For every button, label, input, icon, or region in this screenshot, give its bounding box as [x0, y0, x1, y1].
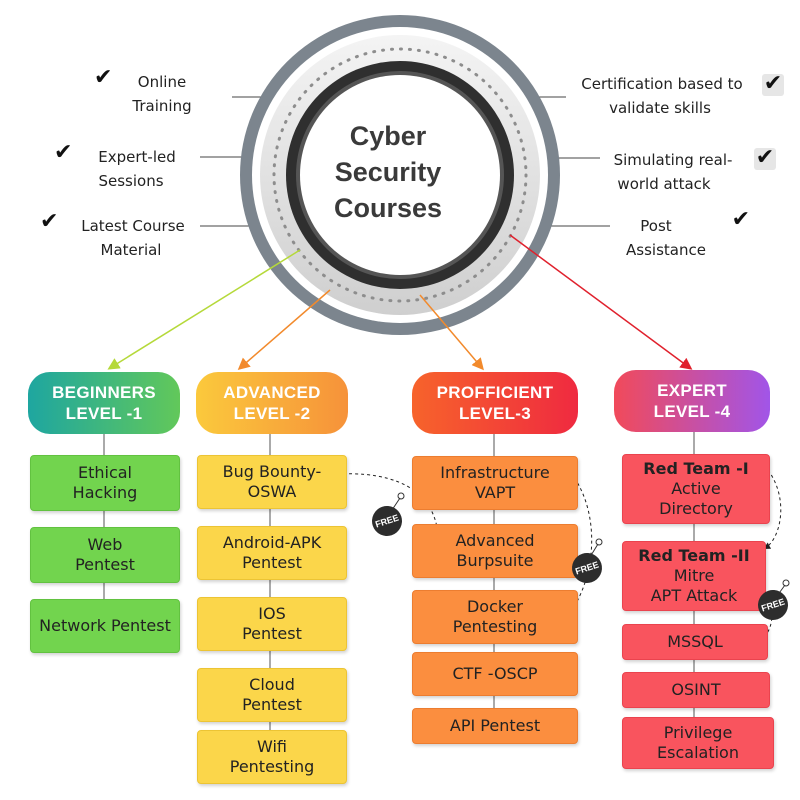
course-label: Bug Bounty- — [222, 462, 322, 481]
course-cloud-pentest: Cloud Pentest — [197, 668, 347, 722]
course-network-pentest: Network Pentest — [30, 599, 180, 653]
course-label: APT Attack — [650, 586, 738, 605]
course-red-team-2: Red Team -II Mitre APT Attack — [622, 541, 766, 611]
course-label: Pentest — [242, 553, 302, 572]
course-label: Mitre — [673, 566, 715, 585]
level-title-line: ADVANCED — [223, 383, 321, 402]
feature-label: Material — [100, 241, 162, 259]
course-label: Active — [671, 479, 721, 498]
course-label: Cloud — [249, 675, 295, 694]
course-label: Pentesting — [229, 757, 315, 776]
feature-label: validate skills — [609, 99, 711, 117]
feature-label: Online — [137, 73, 187, 91]
course-label: VAPT — [474, 483, 516, 502]
course-mssql: MSSQL — [622, 624, 768, 660]
feature-label: Latest Course — [81, 217, 185, 235]
check-glyph: ✔ — [763, 71, 783, 96]
course-label-bold: Red Team -II — [638, 546, 750, 565]
feature-label: Certification based to — [581, 75, 743, 93]
level-title-line: LEVEL -1 — [65, 404, 143, 423]
course-label-bold: Red Team -I — [643, 459, 749, 478]
course-label: Hacking — [72, 483, 138, 502]
level-title-line: EXPERT — [657, 381, 727, 400]
course-label: Infrastructure — [440, 463, 550, 482]
course-label: Ethical — [77, 463, 132, 482]
feature-online-training: ✔ Online Training — [94, 66, 204, 118]
feature-label: Expert-led — [98, 148, 176, 166]
course-label: Pentest — [75, 555, 135, 574]
check-icon: ✔ — [762, 71, 784, 96]
course-label: Privilege — [663, 723, 733, 742]
course-docker-pentesting: Docker Pentesting — [412, 590, 578, 644]
level-expert-header: EXPERT LEVEL -4 — [614, 370, 770, 432]
course-label: Red Team -II — [623, 546, 765, 566]
course-red-team-1: Red Team -I Active Directory — [622, 454, 770, 524]
course-label: Directory — [659, 499, 733, 518]
course-label: Pentest — [242, 624, 302, 643]
feature-label: Post — [640, 217, 672, 235]
course-label: Pentesting — [452, 617, 538, 636]
hub-title: Cyber Security Courses — [300, 118, 476, 226]
hub-title-line: Cyber — [349, 121, 427, 151]
hub-center — [300, 75, 500, 275]
course-bug-bounty: Bug Bounty- OSWA — [197, 455, 347, 509]
course-osint: OSINT — [622, 672, 770, 708]
course-label: Escalation — [657, 743, 739, 762]
check-icon: ✔ — [754, 145, 776, 170]
level-advanced-header: ADVANCED LEVEL -2 — [196, 372, 348, 434]
feature-certification: Certification based to validate skills ✔ — [566, 72, 788, 120]
level-beginners-header: BEGINNERS LEVEL -1 — [28, 372, 180, 434]
course-wifi-pentesting: Wifi Pentesting — [197, 730, 347, 784]
course-label: Network Pentest — [39, 616, 171, 635]
course-ctf-oscp: CTF -OSCP — [412, 652, 578, 696]
feature-label: Simulating real- — [613, 151, 733, 169]
course-label: Android-APK — [222, 533, 322, 552]
course-android-apk: Android-APK Pentest — [197, 526, 347, 580]
feature-label: Sessions — [98, 172, 164, 190]
feature-simulating: Simulating real- world attack ✔ — [600, 145, 780, 196]
course-advanced-burpsuite: Advanced Burpsuite — [412, 524, 578, 578]
hub-title-line: Security — [334, 157, 442, 187]
hub-title-line: Courses — [333, 193, 443, 223]
course-ethical-hacking: Ethical Hacking — [30, 455, 180, 511]
course-web-pentest: Web Pentest — [30, 527, 180, 583]
feature-latest-material: ✔ Latest Course Material — [40, 210, 200, 262]
course-api-pentest: API Pentest — [412, 708, 578, 744]
course-label: Wifi — [257, 737, 287, 756]
course-label: IOS — [258, 604, 286, 623]
level-title-line: PROFFICIENT — [436, 383, 554, 402]
feature-label: Training — [132, 97, 192, 115]
feature-label: Assistance — [626, 241, 706, 259]
course-label: OSINT — [671, 680, 721, 699]
course-label: Pentest — [242, 695, 302, 714]
course-label: OSWA — [247, 482, 297, 501]
course-label: Advanced — [455, 531, 535, 550]
feature-post-assistance: Post Assistance ✔ — [614, 208, 754, 262]
course-label: API Pentest — [449, 716, 541, 735]
level-title-line: LEVEL -4 — [653, 402, 731, 421]
feature-expert-led: ✔ Expert-led Sessions — [54, 141, 194, 193]
course-label: Burpsuite — [456, 551, 534, 570]
level-title-line: LEVEL-3 — [458, 404, 531, 423]
course-label: Docker — [466, 597, 524, 616]
course-label: Web — [87, 535, 123, 554]
check-icon: ✔ — [94, 65, 113, 90]
feature-label: world attack — [617, 175, 711, 193]
level-title-line: BEGINNERS — [52, 383, 156, 402]
course-label: MSSQL — [667, 632, 723, 651]
check-icon: ✔ — [40, 209, 59, 234]
course-privilege-escalation: Privilege Escalation — [622, 717, 774, 769]
course-infrastructure-vapt: Infrastructure VAPT — [412, 456, 578, 510]
check-glyph: ✔ — [755, 145, 775, 170]
course-ios-pentest: IOS Pentest — [197, 597, 347, 651]
level-title-line: LEVEL -2 — [233, 404, 311, 423]
course-label: CTF -OSCP — [452, 664, 538, 683]
check-icon: ✔ — [54, 140, 73, 165]
course-label: Red Team -I — [623, 459, 769, 479]
check-icon: ✔ — [731, 207, 750, 232]
level-proficient-header: PROFFICIENT LEVEL-3 — [412, 372, 578, 434]
